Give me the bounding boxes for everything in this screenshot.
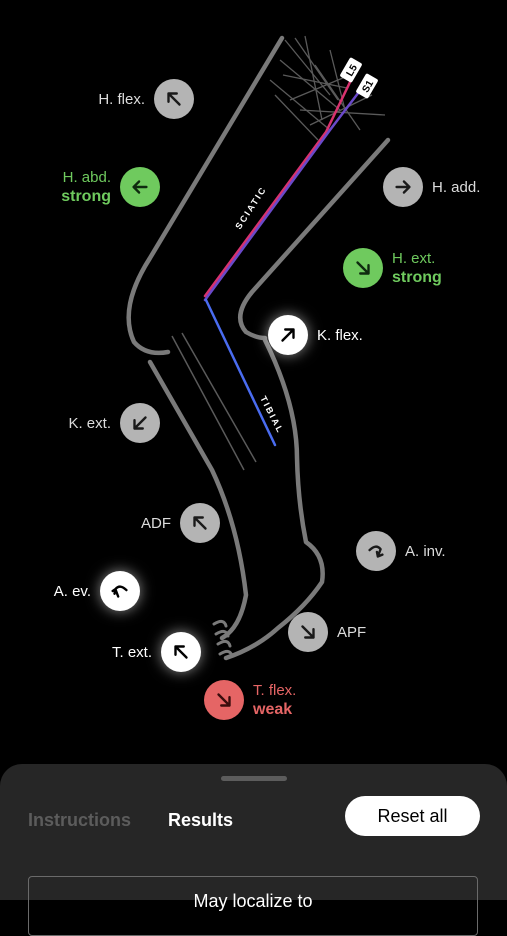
ankle-inversion-control: A. inv.	[356, 531, 446, 571]
toe-flexion-control: T. flex.weak	[204, 680, 296, 720]
ankle-eversion-label: A. ev.	[53, 582, 91, 600]
knee-flexion-button[interactable]	[268, 315, 308, 355]
arrow-left-icon	[132, 180, 148, 194]
knee-extension-button[interactable]	[120, 403, 160, 443]
hip-abduction-button[interactable]	[120, 167, 160, 207]
leg-outline	[126, 35, 391, 661]
arrow-down-right-icon	[301, 625, 315, 639]
knee-lines	[171, 332, 257, 471]
hip-adduction-label: H. add.	[432, 178, 481, 196]
toe-flexion-status: weak	[253, 701, 293, 718]
arrow-right-icon	[395, 180, 411, 194]
arrow-up-right-icon	[281, 328, 295, 342]
tab-instructions[interactable]: Instructions	[28, 810, 132, 830]
toe-extension-label: T. ext.	[111, 643, 152, 661]
results-text: May localize to	[193, 891, 313, 911]
toe-extension-control: T. ext.	[112, 632, 201, 672]
hip-extension-button[interactable]	[343, 248, 383, 288]
ankle-plantarflexion-label: APF	[337, 623, 367, 641]
sciatic-nerve	[203, 76, 364, 447]
hip-abduction-label: H. abd.strong	[61, 169, 111, 205]
hip-adduction-control: H. add.	[383, 167, 480, 207]
ankle-inversion-button[interactable]	[356, 531, 396, 571]
reset-all-button[interactable]: Reset all	[345, 796, 480, 836]
hip-abduction-control: H. abd.strong	[61, 167, 160, 207]
knee-flexion-label: K. flex.	[317, 326, 363, 344]
arrow-up-left-icon	[174, 645, 188, 659]
hip-flexion-label: H. flex.	[98, 90, 145, 108]
toe-flexion-button[interactable]	[204, 680, 244, 720]
ankle-eversion-button[interactable]	[100, 571, 140, 611]
root-s1-label: S1	[360, 78, 376, 94]
sciatic-label: SCIATIC	[233, 184, 268, 231]
knee-flexion-control: K. flex.	[268, 315, 363, 355]
leg-diagram: SCIATIC TIBIAL L5 S1	[126, 35, 391, 661]
arrow-down-left-icon	[133, 416, 147, 430]
arrow-down-right-icon	[356, 261, 370, 275]
hip-extension-control: H. ext.strong	[343, 248, 442, 288]
root-tag-s1: S1	[356, 73, 378, 99]
toe-flexion-label: T. flex.weak	[253, 682, 297, 718]
sheet-drag-handle[interactable]	[221, 776, 287, 781]
ankle-plantarflexion-control: APF	[288, 612, 366, 652]
ankle-dorsiflexion-label: ADF	[141, 514, 171, 532]
tibial-label: TIBIAL	[258, 394, 286, 435]
root-l5-label: L5	[345, 63, 361, 79]
hip-extension-label: H. ext.strong	[392, 250, 442, 286]
knee-extension-label: K. ext.	[68, 414, 111, 432]
tab-results[interactable]: Results	[168, 810, 234, 830]
root-tag-l5: L5	[340, 57, 362, 83]
arrow-down-right-icon	[217, 693, 231, 707]
hip-flexion-button[interactable]	[154, 79, 194, 119]
ankle-dorsiflexion-control: ADF	[141, 503, 220, 543]
curved-arrow-eversion-icon	[111, 585, 128, 598]
knee-extension-control: K. ext.	[68, 403, 160, 443]
results-card: May localize to	[28, 876, 478, 936]
toe-extension-button[interactable]	[161, 632, 201, 672]
hip-flexion-control: H. flex.	[98, 79, 194, 119]
arrow-up-left-icon	[193, 516, 207, 530]
toes	[212, 619, 234, 658]
hip-adduction-button[interactable]	[383, 167, 423, 207]
ankle-eversion-control: A. ev.	[54, 571, 140, 611]
hip-abduction-status: strong	[61, 188, 111, 205]
arrow-up-left-icon	[167, 92, 181, 106]
bottom-sheet: Instructions Results Reset all May local…	[0, 764, 507, 936]
ankle-dorsiflexion-button[interactable]	[180, 503, 220, 543]
ankle-inversion-label: A. inv.	[405, 542, 446, 560]
hip-extension-status: strong	[392, 269, 442, 286]
ankle-plantarflexion-button[interactable]	[288, 612, 328, 652]
curved-arrow-inversion-icon	[368, 545, 384, 558]
